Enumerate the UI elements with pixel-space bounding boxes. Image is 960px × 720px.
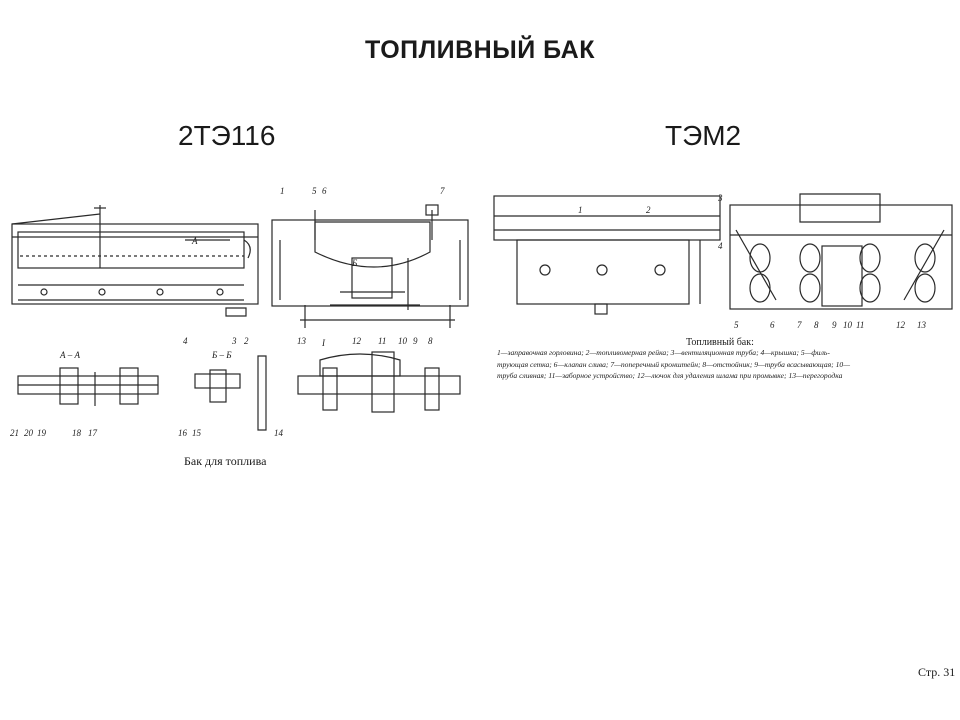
legend-line-3: труба сливная; 11—заборное устройство; 1…	[497, 371, 843, 380]
section-label-a: А	[191, 236, 198, 246]
right-figure-legend: 1—заправочная горловина; 2—топливомерная…	[497, 347, 957, 382]
callout-right-7: 7	[797, 320, 802, 330]
callout-left-18: 18	[72, 428, 82, 438]
callout-right-9: 9	[832, 320, 837, 330]
page-number: Стр. 31	[918, 665, 956, 679]
left-end-view	[271, 204, 469, 328]
callout-left-20: 20	[24, 428, 34, 438]
right-figure-caption-title: Топливный бак:	[686, 337, 754, 348]
callout-right-4: 4	[718, 241, 723, 251]
callout-right-5: 5	[734, 320, 739, 330]
left-figure-caption: Бак для топлива	[184, 454, 267, 468]
callout-right-13: 13	[917, 320, 927, 330]
callout-right-10: 10	[843, 320, 853, 330]
callout-right-1: 1	[578, 205, 583, 215]
callout-left-9: 9	[413, 336, 418, 346]
section-label-b: Б	[351, 258, 358, 268]
callout-left-15: 15	[192, 428, 202, 438]
callout-left-13: 13	[297, 336, 307, 346]
callout-left-21: 21	[10, 428, 19, 438]
model-title-2te116: 2ТЭ116	[178, 120, 276, 151]
section-label-a-a: А – А	[59, 350, 80, 360]
right-side-view	[493, 195, 721, 315]
callout-left-2: 2	[244, 336, 249, 346]
callout-right-3: 3	[717, 193, 723, 203]
callout-right-2: 2	[646, 205, 651, 215]
callout-left-10: 10	[398, 336, 408, 346]
section-label-i: I	[321, 338, 326, 348]
callout-left-3: 3	[231, 336, 237, 346]
callout-left-5: 5	[312, 186, 317, 196]
callout-left-1: 1	[280, 186, 285, 196]
callout-left-8: 8	[428, 336, 433, 346]
left-side-view	[11, 205, 259, 317]
section-label-b-b: Б – Б	[211, 350, 232, 360]
callout-left-12: 12	[352, 336, 362, 346]
callout-right-8: 8	[814, 320, 819, 330]
callout-left-11: 11	[378, 336, 386, 346]
callout-right-6: 6	[770, 320, 775, 330]
legend-line-2: трующая сетка; 6—клапан слива; 7—попереч…	[497, 359, 850, 369]
callout-left-6: 6	[322, 186, 327, 196]
left-section-details	[17, 351, 461, 431]
model-title-tem2: ТЭМ2	[665, 120, 742, 151]
right-cross-view	[729, 193, 953, 310]
callout-right-11: 11	[856, 320, 864, 330]
callout-left-16: 16	[178, 428, 188, 438]
page-title: ТОПЛИВНЫЙ БАК	[365, 36, 595, 64]
callout-left-7: 7	[440, 186, 445, 196]
legend-line-1: 1—заправочная горловина; 2—топливомерная…	[497, 348, 830, 357]
callout-left-4: 4	[183, 336, 188, 346]
callout-left-19: 19	[37, 428, 47, 438]
callout-left-17: 17	[88, 428, 98, 438]
callout-right-12: 12	[896, 320, 906, 330]
callout-left-14: 14	[274, 428, 284, 438]
